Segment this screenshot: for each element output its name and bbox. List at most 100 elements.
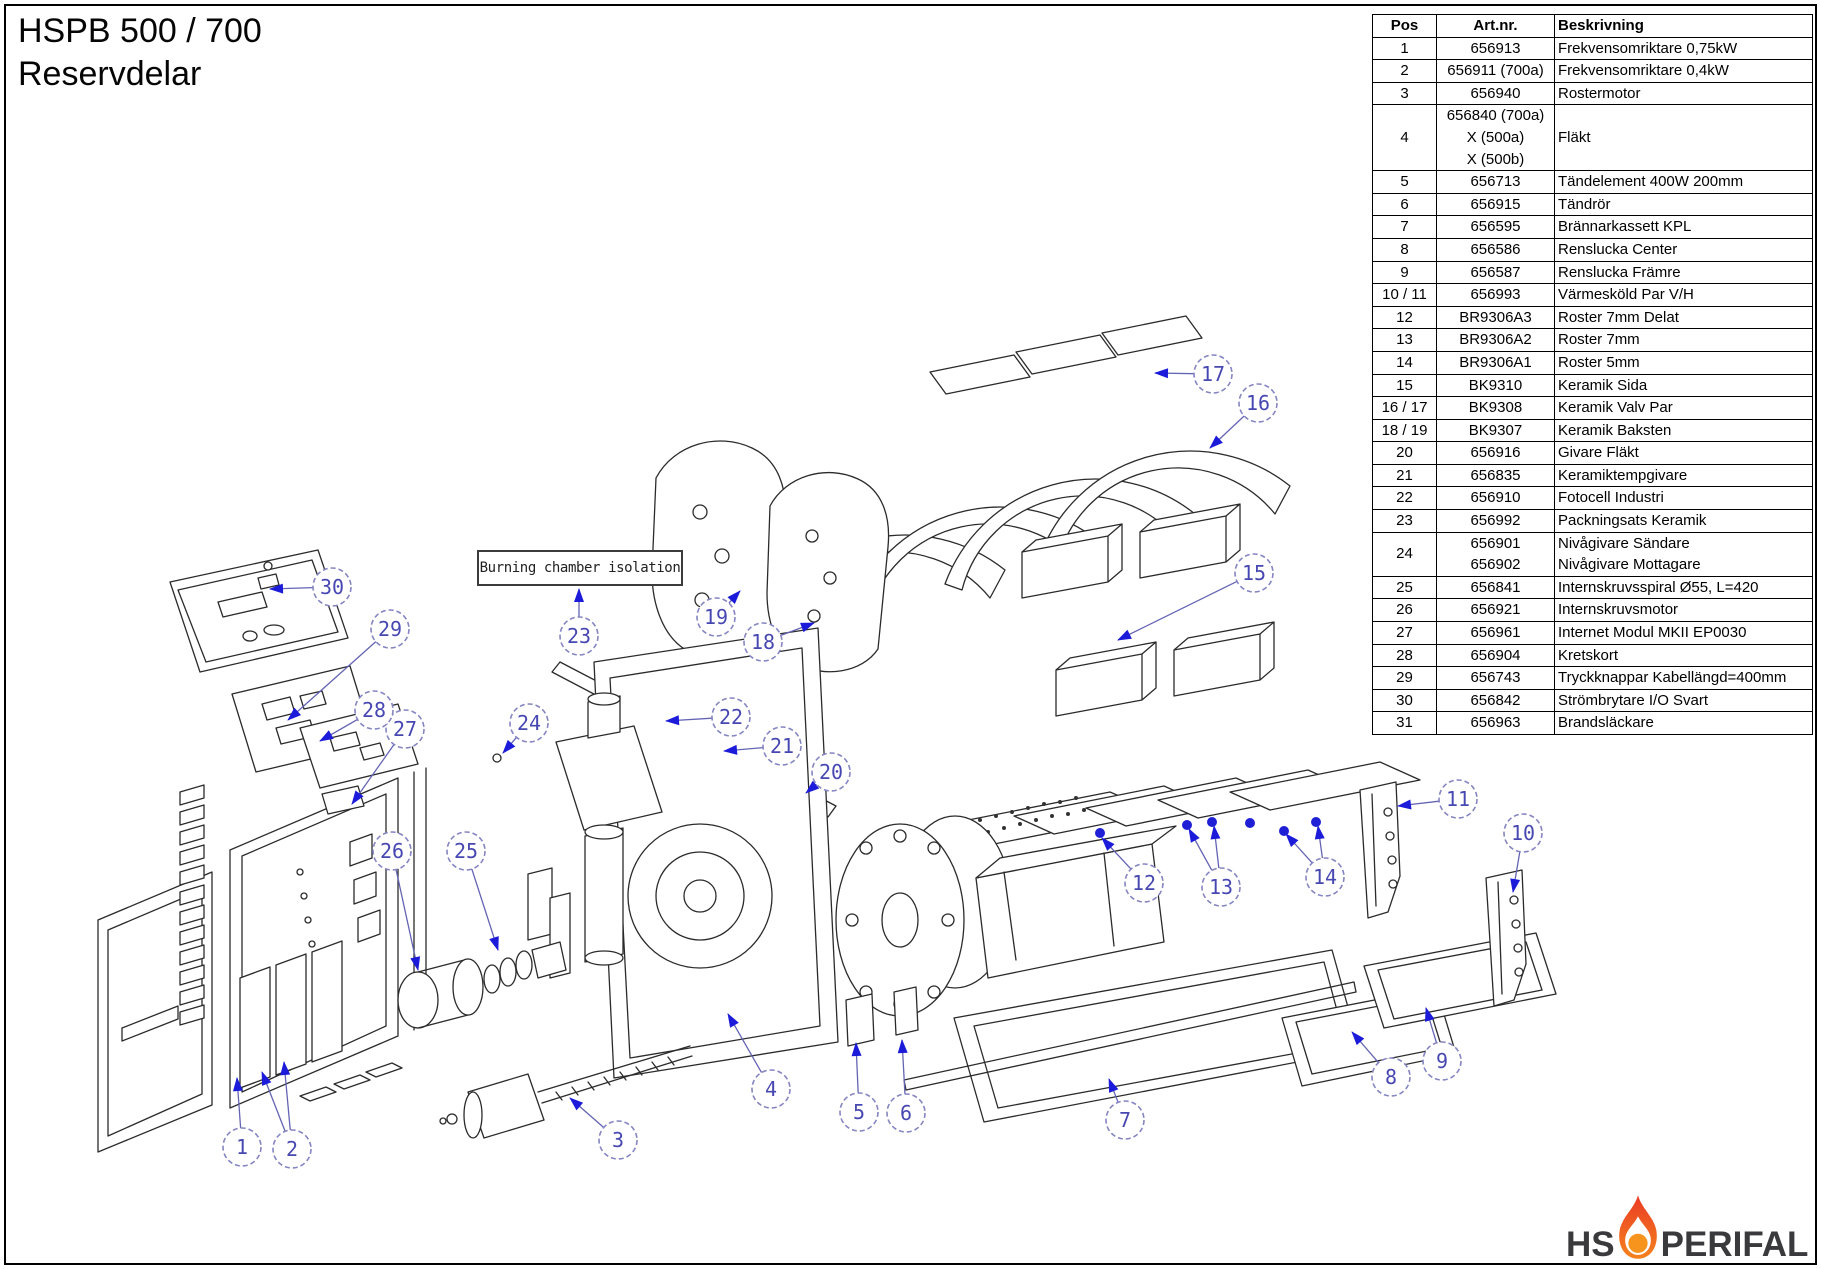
callout-circle — [372, 831, 412, 871]
cell-art: 656842 — [1436, 688, 1555, 713]
cell-pos: 10 / 11 — [1372, 283, 1437, 307]
callout-4: 4 — [751, 1069, 791, 1109]
cell-desc: Fotocell Industri — [1554, 486, 1813, 511]
leader-line-8 — [1351, 1031, 1380, 1064]
hs-perifal-logo: HS PERIFAL — [1566, 1192, 1808, 1262]
leader-line-18 — [780, 622, 815, 636]
cell-desc: Internet Modul MKII EP0030 — [1554, 621, 1813, 645]
cell-desc: Roster 7mm Delat — [1554, 305, 1813, 330]
cell-desc: Tändelement 400W 200mm — [1554, 170, 1813, 194]
cell-pos: 8 — [1372, 237, 1437, 262]
cell-desc: Frekvensomriktare 0,75kW — [1554, 36, 1813, 61]
cell-desc: Keramiktempgivare — [1554, 463, 1813, 488]
callout-15: 15 — [1234, 553, 1274, 593]
callout-14: 14 — [1305, 857, 1345, 897]
callout-9: 9 — [1422, 1041, 1462, 1081]
callout-circle — [370, 609, 410, 649]
cell-art: 656586 — [1436, 237, 1555, 262]
callout-number: 8 — [1385, 1065, 1397, 1089]
leader-line-28 — [319, 718, 358, 742]
cell-desc: Strömbrytare I/O Svart — [1554, 688, 1813, 713]
callout-circle — [272, 1129, 312, 1169]
cell-art: 656993 — [1436, 283, 1555, 307]
leader-line-15 — [1117, 580, 1238, 641]
cell-art: 656587 — [1436, 260, 1555, 285]
cell-desc: Brännarkassett KPL — [1554, 215, 1813, 239]
callout-3: 3 — [598, 1120, 638, 1160]
flame-icon — [1618, 1195, 1657, 1259]
leader-line-20 — [805, 780, 820, 794]
leader-line-13 — [1188, 828, 1213, 871]
callout-2: 2 — [272, 1129, 312, 1169]
callout-number: 12 — [1132, 871, 1156, 895]
callout-number: 2 — [286, 1137, 298, 1161]
cell-art: 656841 — [1436, 575, 1555, 600]
part-burner-flange — [835, 815, 1012, 1047]
callout-16: 16 — [1238, 383, 1278, 423]
cell-desc: Frekvensomriktare 0,4kW — [1554, 59, 1813, 83]
cell-art: 656840 (700a) X (500a) X (500b) — [1436, 104, 1555, 172]
cell-desc: Internskruvsmotor — [1554, 598, 1813, 623]
leader-line-22 — [665, 715, 713, 726]
callout-number: 30 — [320, 575, 344, 599]
callout-circle — [811, 752, 851, 792]
cell-pos: 2 — [1372, 59, 1437, 83]
callout-12: 12 — [1124, 863, 1164, 903]
part-ceramic-side-blocks — [1021, 503, 1275, 717]
leader-line-16 — [1209, 415, 1245, 449]
leader-line-21 — [723, 744, 764, 755]
cell-desc: Värmesköld Par V/H — [1554, 283, 1813, 307]
title-subtitle: Reservdelar — [18, 55, 202, 93]
callout-5: 5 — [839, 1092, 879, 1132]
part-ceramic-back-stones — [651, 440, 890, 673]
cell-desc: Renslucka Främre — [1554, 260, 1813, 285]
callout-11: 11 — [1438, 779, 1478, 819]
part-grate-motor — [439, 1045, 693, 1139]
callout-number: 15 — [1242, 561, 1266, 585]
leader-line-11 — [1397, 799, 1440, 810]
cell-pos: 14 — [1372, 350, 1437, 375]
cell-desc: Fläkt — [1554, 104, 1813, 172]
callout-number: 19 — [704, 605, 728, 629]
cell-pos: 13 — [1372, 328, 1437, 352]
callout-22: 22 — [711, 697, 751, 737]
cell-desc: Nivågivare Sändare Nivågivare Mottagare — [1554, 531, 1813, 577]
cell-art: 656992 — [1436, 509, 1555, 533]
callout-number: 16 — [1246, 391, 1270, 415]
cell-pos: 23 — [1372, 509, 1437, 533]
cell-desc: Roster 5mm — [1554, 350, 1813, 375]
callout-number: 1 — [236, 1135, 248, 1159]
callout-circle — [1238, 383, 1278, 423]
leader-line-9 — [1424, 1007, 1438, 1043]
callout-circle — [751, 1069, 791, 1109]
leader-line-10 — [1510, 851, 1521, 893]
cell-desc: Internskruvsspiral Ø55, L=420 — [1554, 575, 1813, 600]
part-electrical-cabinet — [229, 767, 427, 1109]
callout-number: 6 — [900, 1101, 912, 1125]
callout-circle — [354, 690, 394, 730]
cell-pos: 3 — [1372, 81, 1437, 106]
callout-circle — [743, 622, 783, 662]
leader-line-2 — [261, 1071, 286, 1132]
grate-perforations — [978, 796, 1086, 834]
cell-art: 656595 — [1436, 215, 1555, 239]
cell-art: 656913 — [1436, 36, 1555, 61]
callout-number: 23 — [567, 624, 591, 648]
cell-pos: 16 / 17 — [1372, 396, 1437, 420]
cell-desc: Roster 7mm — [1554, 328, 1813, 352]
callout-circle — [446, 831, 486, 871]
cell-art: 656713 — [1436, 170, 1555, 194]
callout-circle — [762, 726, 802, 766]
col-header-artnr: Art.nr. — [1436, 14, 1555, 38]
part-auger-motor-gears — [397, 941, 567, 1029]
